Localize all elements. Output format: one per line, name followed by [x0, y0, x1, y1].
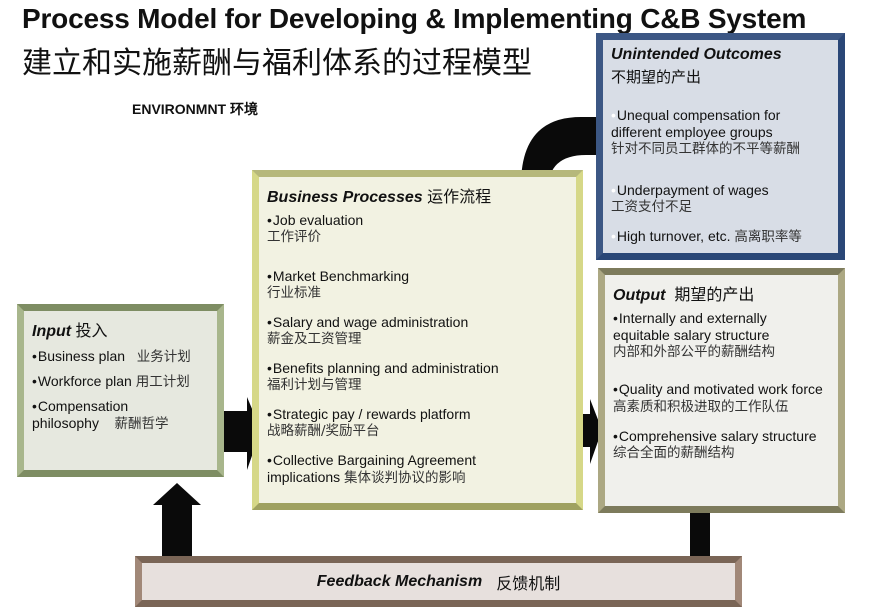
title-chinese: 建立和实施薪酬与福利体系的过程模型 — [22, 46, 532, 81]
input-heading: Input 投入 — [32, 321, 108, 340]
output-item: •Internally and externally equitable sal… — [613, 310, 775, 360]
title-english: Process Model for Developing & Implement… — [22, 3, 807, 34]
unintended-item: •Unequal compensation for different empl… — [611, 107, 800, 157]
output-item: •Quality and motivated work force 高素质和积极… — [613, 381, 823, 415]
input-item: •Workforce plan 用工计划 — [32, 373, 190, 390]
unintended-outcomes-box: Unintended Outcomes 不期望的产出 •Unequal comp… — [596, 33, 845, 260]
unintended-heading-zh: 不期望的产出 — [611, 68, 702, 86]
output-heading: Output 期望的产出 — [613, 285, 755, 304]
feedback-mechanism-box: Feedback Mechanism 反馈机制 — [135, 556, 742, 607]
input-item: •Compensation philosophy 薪酬哲学 — [32, 398, 169, 432]
business-heading: Business Processes 运作流程 — [267, 187, 492, 206]
input-item: •Business plan 业务计划 — [32, 348, 191, 365]
feedback-label: Feedback Mechanism — [316, 572, 483, 590]
input-box: Input 投入 •Business plan 业务计划 •Workforce … — [17, 304, 224, 477]
feedback-label-zh: 反馈机制 — [496, 573, 561, 593]
output-box: Output 期望的产出 •Internally and externally … — [598, 268, 845, 513]
environment-label: ENVIRONMNT 环境 — [132, 101, 258, 117]
business-item: •Collective Bargaining Agreement implica… — [267, 452, 477, 486]
unintended-item: •High turnover, etc. 高离职率等 — [611, 228, 802, 245]
unintended-heading: Unintended Outcomes — [611, 46, 782, 63]
